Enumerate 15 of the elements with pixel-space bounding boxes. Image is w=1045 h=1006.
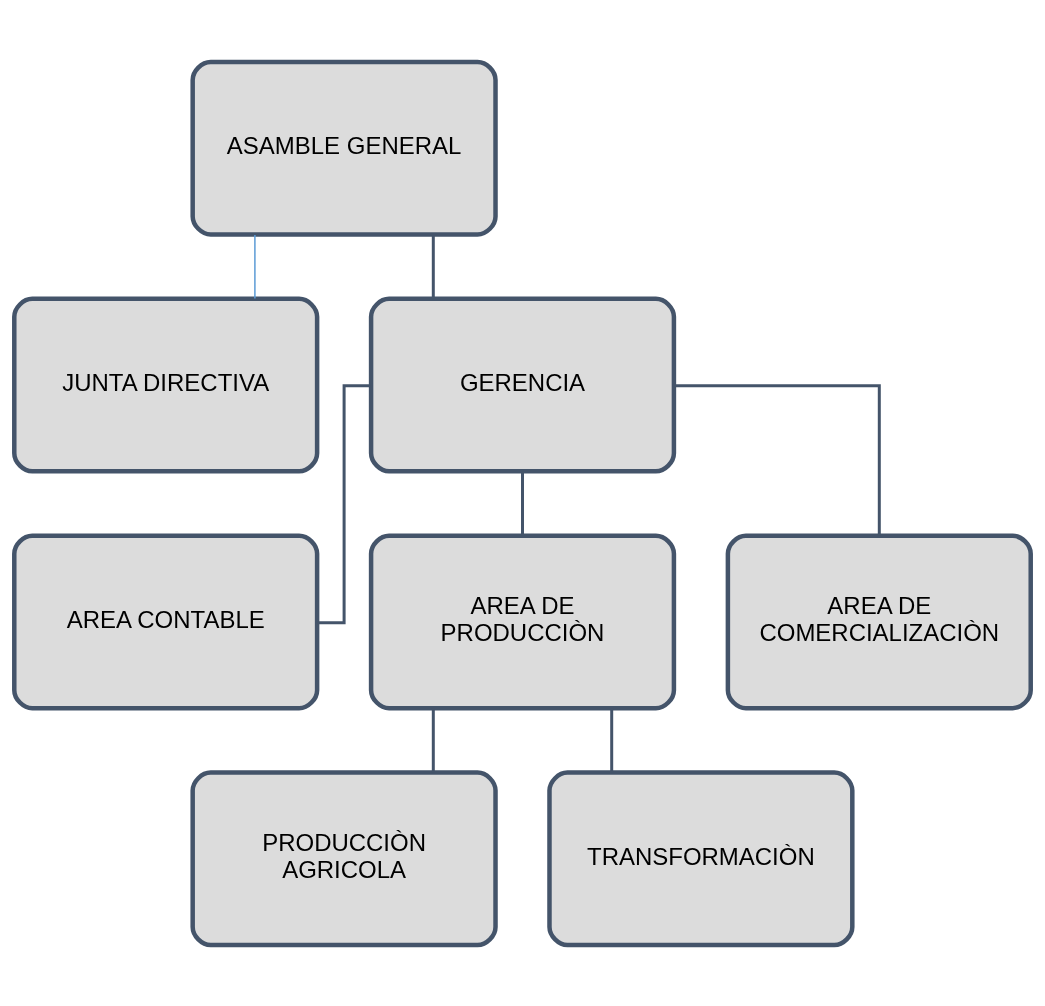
node-box: JUNTA DIRECTIVA <box>12 296 320 473</box>
connector <box>431 708 435 772</box>
node-box: PRODUCCIÒN AGRICOLA <box>190 769 498 947</box>
node-box: AREA DE PRODUCCIÒN <box>368 533 677 710</box>
node-box: AREA CONTABLE <box>12 533 320 710</box>
connector <box>254 233 256 299</box>
connector <box>610 708 614 772</box>
node-box: GERENCIA <box>368 296 677 473</box>
connector <box>431 234 435 299</box>
node-box: TRANSFORMACIÒN <box>547 769 855 947</box>
node-box: ASAMBLE GENERAL <box>190 59 498 237</box>
connector <box>521 471 524 535</box>
connector <box>317 383 371 624</box>
node-box: AREA DE COMERCIALIZACIÒN <box>725 533 1033 710</box>
connector <box>674 383 881 535</box>
